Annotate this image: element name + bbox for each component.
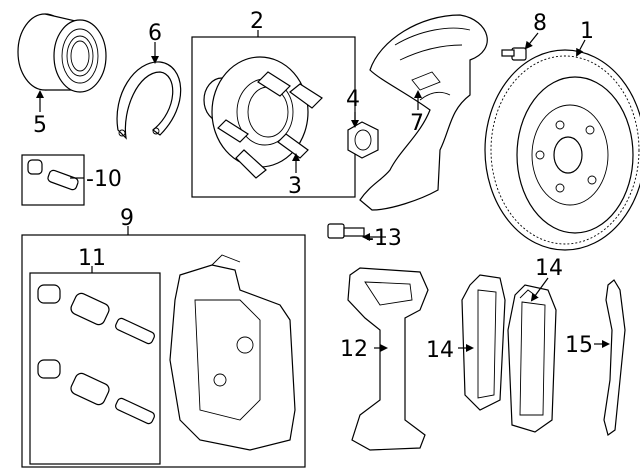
leader-lines	[36, 30, 610, 352]
caliper-bolt-part	[327, 223, 365, 239]
guide-pin-part	[27, 159, 79, 191]
wheel-bearing-part	[17, 13, 107, 93]
callout-9: 9	[120, 206, 134, 231]
callout-6: 6	[148, 21, 162, 46]
callout-7: 7	[410, 111, 424, 136]
callout-11: 11	[78, 246, 106, 271]
brake-pad-part	[507, 284, 557, 433]
callout-12: 12	[340, 337, 368, 362]
callout-3: 3	[288, 174, 302, 199]
caliper-bracket-part	[347, 267, 429, 451]
callout-10: -10	[86, 167, 122, 192]
callout-14-left: 14	[426, 338, 454, 363]
callout-4: 4	[346, 87, 360, 112]
callout-13: -13	[366, 226, 402, 251]
wheel-stud-part	[217, 71, 323, 179]
callout-2: 2	[250, 9, 264, 34]
guide-pin-box	[21, 154, 85, 206]
shield-bolt-part	[501, 47, 527, 61]
brake-rotor-part	[484, 49, 640, 251]
callout-14-top: 14	[535, 256, 563, 281]
dust-shield-part	[359, 14, 488, 211]
brake-pad-part	[461, 274, 506, 411]
callouts: 1 2 3 4 5 6 7 8 9 -10 11 12 -13 14 14 15	[33, 9, 594, 363]
hub-nut-part	[347, 121, 379, 159]
brake-caliper-part	[169, 254, 296, 451]
callout-1: 1	[580, 19, 594, 44]
caliper-kit-parts	[37, 284, 155, 425]
callout-8: 8	[533, 11, 547, 36]
anti-rattle-clip-part	[603, 279, 626, 436]
caliper-group-box	[21, 234, 306, 468]
wheel-hub-part	[203, 56, 323, 179]
callout-5: 5	[33, 113, 47, 138]
callout-15: 15	[565, 333, 593, 358]
caliper-kit-box	[29, 272, 161, 465]
snap-ring-part	[116, 61, 182, 140]
